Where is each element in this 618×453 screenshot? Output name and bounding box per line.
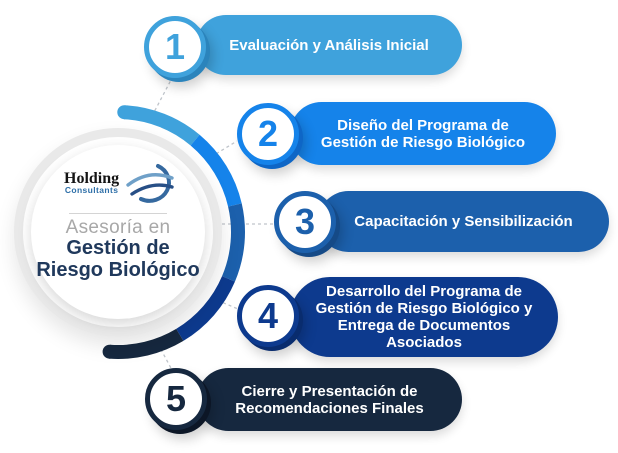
step-1-number: 1 [164, 26, 186, 67]
arc-segment-3 [221, 203, 245, 282]
step-5-pill: Cierre y Presentación de Recomendaciones… [197, 368, 462, 431]
connector-step5 [157, 343, 173, 371]
connector-step4 [211, 297, 239, 310]
arc-segment-2 [190, 134, 242, 207]
hub-title-line2: Riesgo Biológico [36, 259, 200, 281]
step-3-number-badge: 3 [274, 191, 336, 253]
step-2-label: Diseño del Programa de Gestión de Riesgo… [320, 116, 526, 151]
step-5-number-badge: 5 [145, 368, 207, 430]
logo-consultants-text: Consultants [64, 185, 119, 195]
company-logo: Holding Consultants [58, 164, 178, 211]
step-5-number: 5 [165, 378, 187, 419]
hub-center-circle: Holding Consultants Asesoría en Gestión … [31, 145, 205, 319]
step-3-label: Capacitación y Sensibilización [354, 213, 573, 230]
step-2-pill: Diseño del Programa de Gestión de Riesgo… [290, 102, 556, 165]
step-4-number-badge: 4 [237, 285, 299, 347]
arc-segment-4 [176, 276, 235, 341]
connector-step1 [151, 79, 172, 117]
step-2-number: 2 [257, 113, 279, 154]
hub-title-line1: Gestión de [66, 237, 170, 259]
logo-text: Holding Consultants [64, 171, 119, 195]
step-5-label: Cierre y Presentación de Recomendaciones… [235, 382, 424, 417]
step-1-label: Evaluación y Análisis Inicial [229, 36, 429, 54]
step-1-pill: Evaluación y Análisis Inicial [196, 15, 462, 75]
logo-divider [69, 213, 167, 214]
logo-holding-text: Holding [64, 170, 120, 187]
step-2-number-badge: 2 [237, 103, 299, 165]
step-3-number: 3 [294, 201, 316, 242]
step-3-pill: Capacitación y Sensibilización [318, 191, 609, 252]
step-4-pill: Desarrollo del Programa de Gestión de Ri… [290, 277, 558, 357]
globe-swoosh-icon [126, 164, 174, 203]
hub-tagline: Asesoría en [65, 217, 171, 238]
step-4-number: 4 [257, 295, 279, 336]
step-4-label: Desarrollo del Programa de Gestión de Ri… [315, 283, 533, 351]
step-1-number-badge: 1 [144, 16, 206, 78]
arc-segment-1 [123, 105, 200, 146]
arc-segment-5 [109, 328, 184, 359]
